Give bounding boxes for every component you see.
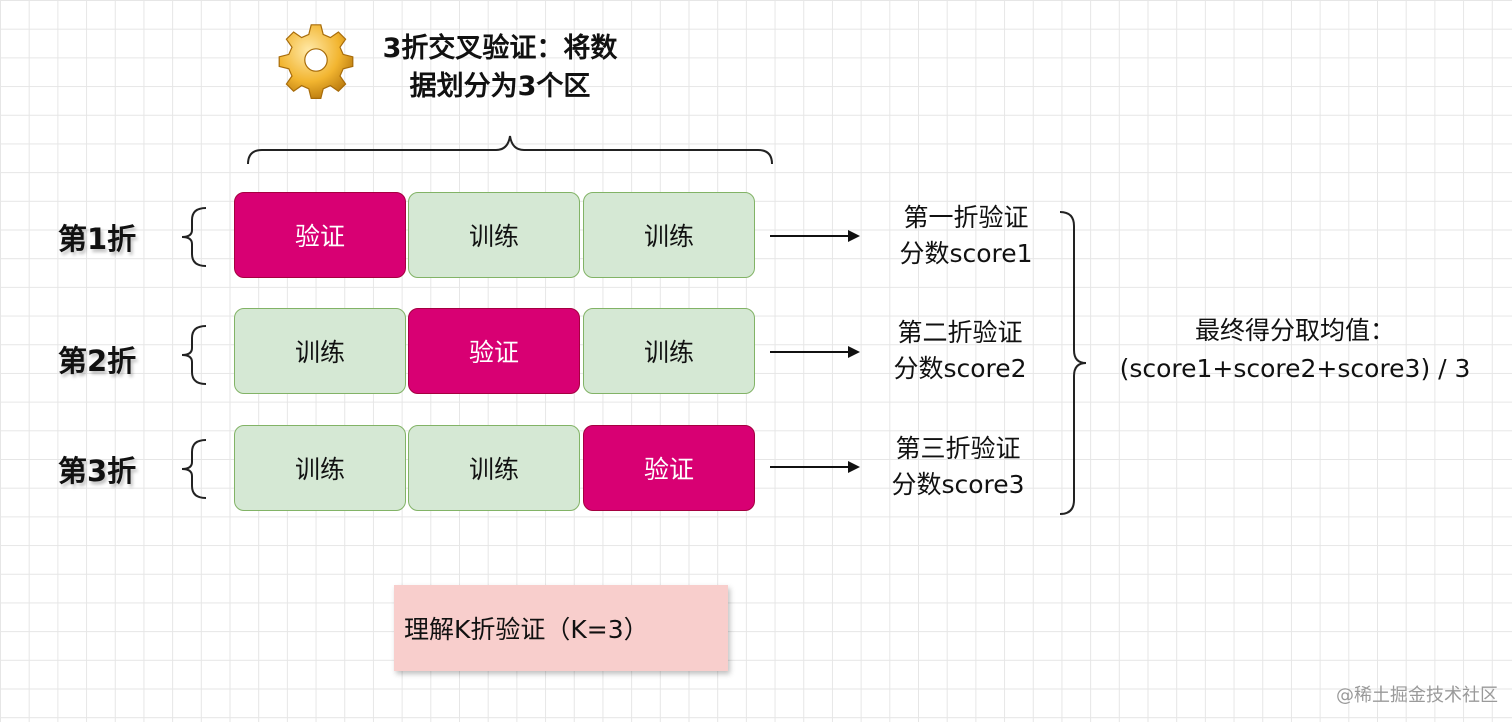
score-label-1: 第一折验证 分数score1 [876,200,1056,272]
arrow-2 [770,346,860,358]
fold3-cell-2: 训练 [408,425,580,511]
arrow-3 [770,461,860,473]
final-line-2: (score1+score2+score3) / 3 [1119,354,1471,383]
fold2-cell-2: 验证 [408,308,580,394]
score-3-line-1: 第三折验证 [895,434,1021,463]
watermark: @稀土掘金技术社区 [1336,685,1498,706]
fold-label-3: 第3折 [58,454,137,488]
fold-label-2: 第2折 [58,344,137,378]
fold1-cell-2: 训练 [408,192,580,278]
score-label-2: 第二折验证 分数score2 [870,315,1050,387]
fold-brace-3 [181,439,207,499]
score-2-line-1: 第二折验证 [897,318,1023,347]
final-score-text: 最终得分取均值： (score1+score2+score3) / 3 [1100,312,1490,388]
fold3-cell-3: 验证 [583,425,755,511]
fold1-cell-3: 训练 [583,192,755,278]
fold3-cell-1: 训练 [234,425,406,511]
diagram-title: 3折交叉验证：将数 据划分为3个区 [350,30,650,106]
score-3-line-2: 分数score3 [891,470,1025,499]
score-1-line-1: 第一折验证 [903,203,1029,232]
fold-brace-2 [181,325,207,385]
top-brace [247,135,773,165]
title-line-2: 据划分为3个区 [409,71,591,102]
score-brace [1059,211,1087,515]
final-line-1: 最终得分取均值： [1194,316,1395,345]
fold1-cell-1: 验证 [234,192,406,278]
title-line-1: 3折交叉验证：将数 [382,33,618,64]
note-text: 理解K折验证（K=3） [404,615,649,644]
note-box: 理解K折验证（K=3） [394,585,728,671]
score-2-line-2: 分数score2 [893,354,1027,383]
score-label-3: 第三折验证 分数score3 [868,431,1048,503]
fold2-cell-1: 训练 [234,308,406,394]
arrow-1 [770,230,860,242]
fold-label-1: 第1折 [58,222,137,256]
fold2-cell-3: 训练 [583,308,755,394]
fold-brace-1 [181,207,207,267]
score-1-line-2: 分数score1 [899,239,1033,268]
gear-icon [278,24,354,99]
